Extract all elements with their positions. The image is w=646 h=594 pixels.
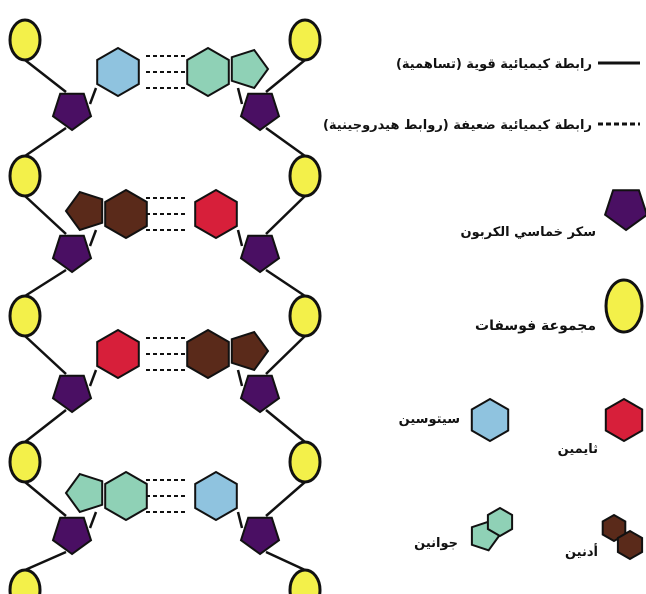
sugar-pentagon (53, 236, 91, 272)
sugar-pentagon (241, 236, 279, 272)
legend-guanine-label: جوانين (414, 536, 458, 551)
strong-bond-line (238, 512, 242, 528)
sugar-pentagon-icon (605, 190, 646, 230)
guanine-base (187, 48, 229, 96)
strong-bond-line (266, 336, 305, 374)
strong-bond-line (25, 128, 66, 156)
strong-bond-line (25, 270, 66, 296)
thymine-hexagon-icon (606, 399, 642, 441)
strong-bond-line (25, 336, 66, 374)
guanine-base-ring (232, 50, 268, 88)
legend-phosphate-label: مجموعة فوسفات (475, 318, 596, 334)
legend-strong-bond-label: رابطة كيميائية قوية (تساهمية) (396, 57, 592, 72)
strong-bond-line (266, 60, 305, 92)
strong-bond-line (90, 370, 96, 386)
adenine-ring-icon (618, 531, 642, 559)
thymine-base (195, 190, 237, 238)
legend-adenine-label: أدنين (565, 543, 598, 560)
strong-bond-line (266, 196, 305, 234)
strong-bond-line (25, 196, 66, 234)
phosphate-circle (10, 296, 40, 336)
phosphate-circle (10, 442, 40, 482)
strong-bond-line (266, 410, 305, 442)
phosphate-circle (10, 20, 40, 60)
sugar-pentagon (241, 94, 279, 130)
red-hexagon-icon (606, 399, 642, 441)
phosphate-circle (10, 570, 40, 594)
sugar-pentagon (53, 94, 91, 130)
sugar-pentagon (53, 518, 91, 554)
strong-bond-line (238, 370, 242, 386)
sugar-pentagon (241, 376, 279, 412)
strong-bond-line (25, 410, 66, 442)
phosphate-circle (290, 442, 320, 482)
cytosine-base (195, 472, 237, 520)
strong-bond-line (25, 552, 66, 570)
purple-pentagon-icon (605, 190, 646, 230)
adenine-base (187, 330, 229, 378)
strong-bond-line (266, 128, 305, 156)
legend-sugar-label: سكر خماسي الكربون (461, 225, 597, 240)
strong-bond-line (90, 512, 96, 528)
strong-bond-line (238, 230, 242, 246)
brown-double-ring-icon (603, 515, 642, 559)
phosphate-circle (10, 156, 40, 196)
sugar-pentagon (241, 518, 279, 554)
phosphate-circle (290, 156, 320, 196)
strong-bond-line (90, 88, 96, 104)
phosphate-circle (290, 570, 320, 594)
strong-bond-line (25, 482, 66, 516)
phosphate-circle (290, 296, 320, 336)
thymine-base (97, 330, 139, 378)
blue-hexagon-icon (472, 399, 508, 441)
legend: رابطة كيميائية قوية (تساهمية) رابطة كيمي… (323, 57, 646, 560)
legend-weak-bond-label: رابطة كيميائية ضعيفة (روابط هيدروجينية) (323, 118, 592, 133)
strong-bond-line (25, 60, 66, 92)
adenine-base (105, 190, 147, 238)
strong-bond-line (266, 552, 305, 570)
strong-bond-line (266, 482, 305, 516)
green-double-ring-icon (472, 508, 512, 550)
sugar-pentagon (53, 376, 91, 412)
phosphate-circle-icon (606, 280, 642, 332)
yellow-circle-icon (606, 280, 642, 332)
cytosine-hexagon-icon (472, 399, 508, 441)
guanine-ring-icon (488, 508, 512, 536)
strong-bond-line (90, 230, 96, 246)
cytosine-base (97, 48, 139, 96)
guanine-base-ring (66, 474, 102, 512)
dna-ladder-diagram (10, 20, 320, 594)
phosphate-circle (290, 20, 320, 60)
strong-bond-line (238, 88, 242, 104)
legend-thymine-label: ثايمين (558, 442, 598, 457)
strong-bond-line (266, 270, 305, 296)
legend-cytosine-label: سيتوسين (399, 412, 460, 427)
adenine-base-ring (232, 332, 268, 370)
adenine-base-ring (66, 192, 102, 230)
guanine-base (105, 472, 147, 520)
